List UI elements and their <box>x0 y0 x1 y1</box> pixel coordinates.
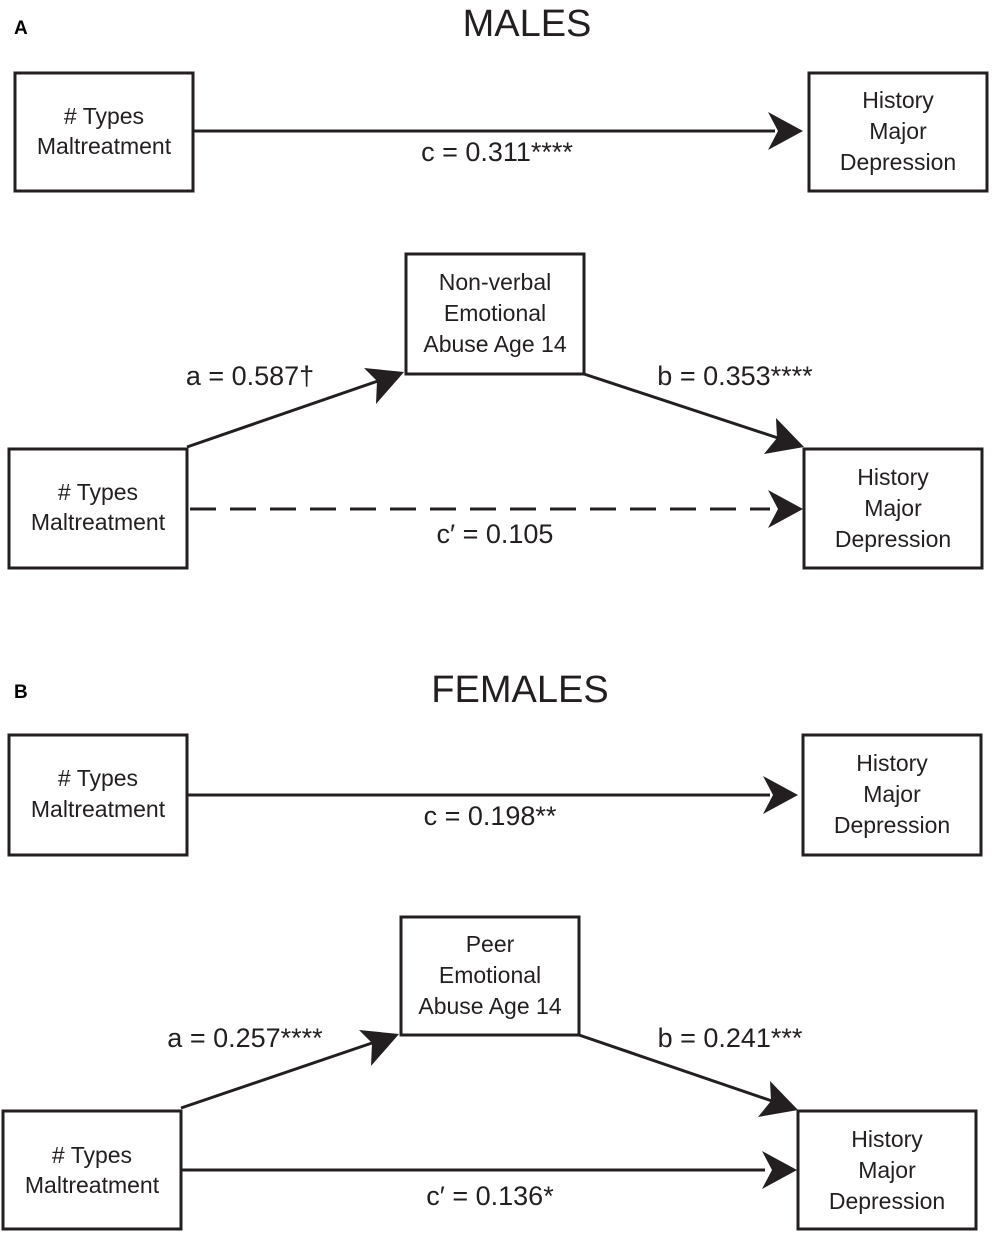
predictor-label-line1: # Types <box>58 765 138 791</box>
predictor-box <box>7 733 189 857</box>
panel-b-total-effect: # Types Maltreatment History Major Depre… <box>7 733 983 857</box>
arrowhead <box>364 368 404 404</box>
predictor-label-line1: # Types <box>52 1142 132 1168</box>
mediator-box <box>404 252 586 376</box>
path-a-arrow <box>186 379 379 449</box>
arrowhead <box>763 776 798 814</box>
panel-a: A MALES # Types Maltreatment History Maj… <box>7 3 989 570</box>
outcome-box <box>802 447 984 570</box>
path-c-prime-coefficient: c′ = 0.105 <box>437 519 554 549</box>
path-b-coefficient: b = 0.353**** <box>657 361 813 391</box>
outcome-label-line1: History <box>851 1126 923 1152</box>
panel-a-total-effect: # Types Maltreatment History Major Depre… <box>13 71 989 193</box>
arrowhead <box>764 418 804 454</box>
path-c-coefficient: c = 0.198** <box>424 801 557 831</box>
outcome-label-line1: History <box>856 750 928 776</box>
predictor-box <box>7 447 189 570</box>
mediator-label-line1: Peer <box>466 931 515 957</box>
outcome-label-line2: Major <box>869 118 927 144</box>
outcome-label-line3: Depression <box>840 149 956 175</box>
outcome-label-line3: Depression <box>829 1188 945 1214</box>
outcome-label-line1: History <box>862 87 934 113</box>
mediator-box <box>399 915 581 1037</box>
mediator-label-line2: Emotional <box>439 962 541 988</box>
panel-a-title: MALES <box>463 3 592 45</box>
panel-b-mediation-model: Peer Emotional Abuse Age 14 # Types Malt… <box>1 915 978 1231</box>
predictor-box <box>1 1109 183 1231</box>
path-a-coefficient: a = 0.257**** <box>167 1023 323 1053</box>
predictor-label-line1: # Types <box>64 103 144 129</box>
arrowhead <box>768 112 803 150</box>
path-b-arrow <box>578 1033 773 1103</box>
panel-a-mediation-model: Non-verbal Emotional Abuse Age 14 # Type… <box>7 252 984 570</box>
outcome-box <box>801 733 983 857</box>
path-b-arrow <box>583 372 779 440</box>
panel-a-label: A <box>14 18 28 39</box>
predictor-label-line1: # Types <box>58 479 138 505</box>
outcome-box <box>796 1109 978 1231</box>
path-c-coefficient: c = 0.311**** <box>421 137 573 167</box>
outcome-label-line2: Major <box>863 781 921 807</box>
panel-b-label: B <box>14 682 28 703</box>
path-c-prime-coefficient: c′ = 0.136* <box>426 1181 554 1211</box>
outcome-label-line1: History <box>857 464 929 490</box>
arrowhead <box>762 1151 797 1189</box>
outcome-label-line2: Major <box>858 1157 916 1183</box>
predictor-box <box>13 71 195 193</box>
predictor-label-line2: Maltreatment <box>31 796 166 822</box>
predictor-label-line2: Maltreatment <box>37 133 172 159</box>
outcome-label-line3: Depression <box>835 526 951 552</box>
outcome-label-line2: Major <box>864 495 922 521</box>
arrowhead <box>758 1081 798 1117</box>
path-a-arrow <box>180 1041 373 1110</box>
panel-b: B FEMALES # Types Maltreatment History M… <box>1 669 983 1231</box>
arrowhead <box>768 490 803 528</box>
mediator-label-line3: Abuse Age 14 <box>418 993 561 1019</box>
path-a-coefficient: a = 0.587† <box>186 361 314 391</box>
predictor-label-line2: Maltreatment <box>31 509 166 535</box>
path-b-coefficient: b = 0.241*** <box>658 1023 803 1053</box>
outcome-box <box>807 71 989 193</box>
outcome-label-line3: Depression <box>834 812 950 838</box>
mediator-label-line3: Abuse Age 14 <box>423 331 566 357</box>
mediator-label-line2: Emotional <box>444 300 546 326</box>
panel-b-title: FEMALES <box>431 669 608 711</box>
predictor-label-line2: Maltreatment <box>25 1172 160 1198</box>
mediator-label-line1: Non-verbal <box>439 269 552 295</box>
arrowhead <box>359 1030 399 1066</box>
